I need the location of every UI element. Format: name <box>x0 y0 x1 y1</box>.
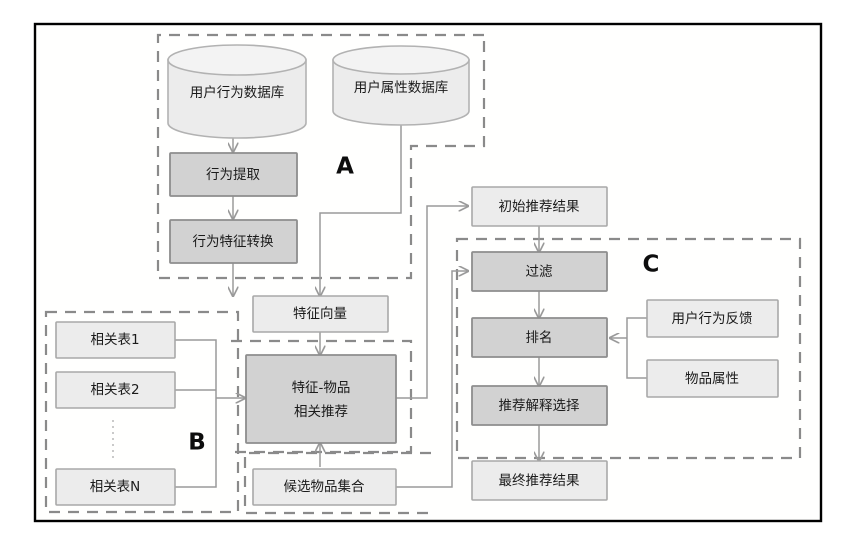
connector-rec-to-initialresult <box>396 206 468 399</box>
node-related-table-2[interactable]: 相关表2 <box>55 371 176 409</box>
group-letter-c: C <box>643 252 660 278</box>
connector-candidate-to-filter <box>396 271 468 488</box>
node-rec-explain-select[interactable]: 推荐解释选择 <box>471 385 608 426</box>
node-final-rec-result[interactable]: 最终推荐结果 <box>471 460 608 501</box>
group-letter-b: B <box>188 430 206 456</box>
node-user-behavior-db[interactable]: 用户行为数据库 <box>167 44 307 139</box>
connector-feedback-bus <box>626 317 647 338</box>
node-user-behavior-feedback[interactable]: 用户行为反馈 <box>646 299 779 338</box>
node-candidate-item-set[interactable]: 候选物品集合 <box>252 468 397 506</box>
group-a-boundary <box>156 33 486 280</box>
node-related-table-n[interactable]: 相关表N <box>55 468 176 506</box>
node-item-attribute[interactable]: 物品属性 <box>646 359 779 398</box>
connector-tablen-bus <box>175 398 217 488</box>
candidate-set-boundary <box>243 451 431 515</box>
group-b-boundary <box>44 310 240 514</box>
group-c-boundary <box>455 237 802 460</box>
node-filter[interactable]: 过滤 <box>471 251 608 292</box>
node-related-table-1[interactable]: 相关表1 <box>55 321 176 359</box>
connector-attributedb-to-featurevector <box>320 125 402 296</box>
node-behavior-extract[interactable]: 行为提取 <box>169 152 298 197</box>
node-initial-rec-result[interactable]: 初始推荐结果 <box>471 186 608 227</box>
node-behavior-feature-transform[interactable]: 行为特征转换 <box>169 219 298 264</box>
node-ranking[interactable]: 排名 <box>471 317 608 358</box>
connector-table1-bus <box>175 339 217 398</box>
node-feature-item-recommendation[interactable]: 特征-物品 相关推荐 <box>245 354 397 444</box>
node-feature-vector[interactable]: 特征向量 <box>252 295 389 333</box>
connector-itemattr-bus <box>626 338 647 379</box>
group-letter-a: A <box>336 154 354 180</box>
node-user-attribute-db[interactable]: 用户属性数据库 <box>332 45 470 126</box>
